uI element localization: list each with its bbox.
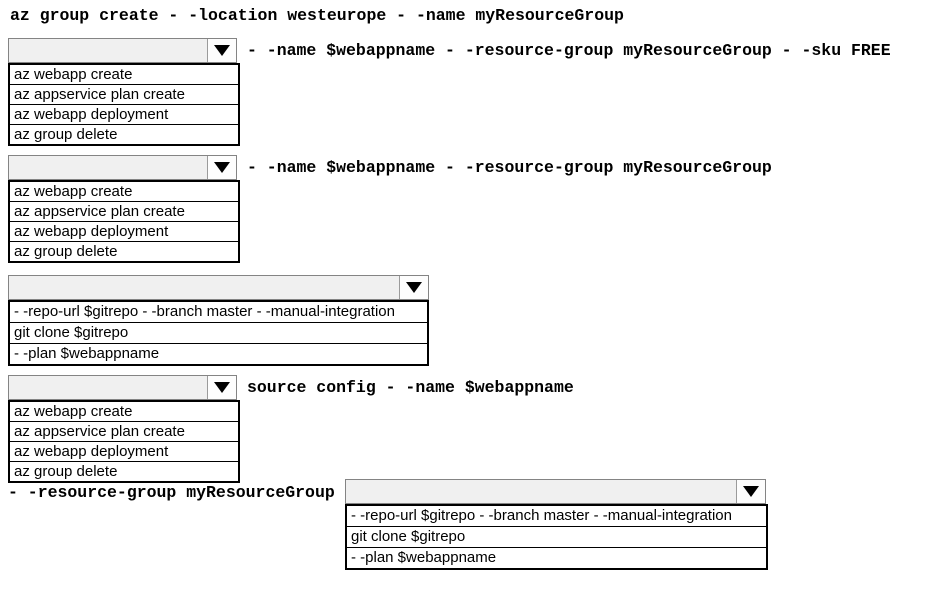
- command-before-dropdown-5: - -resource-group myResourceGroup: [8, 483, 335, 502]
- dropdown-2-button[interactable]: [207, 156, 236, 179]
- command-after-dropdown-2: - -name $webappname - -resource-group my…: [247, 158, 772, 177]
- dropdown-arrow-icon: [743, 486, 759, 497]
- dropdown-3-option-2[interactable]: git clone $gitrepo: [10, 323, 427, 344]
- dropdown-1-option-4[interactable]: az group delete: [14, 126, 118, 143]
- dropdown-2[interactable]: [8, 155, 237, 180]
- dropdown-4-value[interactable]: [9, 376, 207, 399]
- dropdown-2-option-4[interactable]: az group delete: [14, 243, 118, 260]
- dropdown-5-option-1[interactable]: - -repo-url $gitrepo - -branch master - …: [347, 506, 766, 527]
- command-line-1: az group create - -location westeurope -…: [10, 6, 624, 25]
- dropdown-5-value[interactable]: [346, 480, 736, 503]
- dropdown-4-option-3[interactable]: az webapp deployment: [10, 442, 238, 462]
- dropdown-5-option-2[interactable]: git clone $gitrepo: [347, 527, 766, 548]
- dropdown-4-option-1[interactable]: az webapp create: [10, 402, 238, 422]
- dropdown-2-option-2[interactable]: az appservice plan create: [10, 202, 238, 222]
- dropdown-3[interactable]: [8, 275, 429, 300]
- dropdown-1[interactable]: [8, 38, 237, 63]
- command-after-dropdown-4: source config - -name $webappname: [247, 378, 574, 397]
- dropdown-3-option-1[interactable]: - -repo-url $gitrepo - -branch master - …: [10, 302, 427, 323]
- dropdown-2-option-3[interactable]: az webapp deployment: [10, 222, 238, 242]
- dropdown-4[interactable]: [8, 375, 237, 400]
- dropdown-4-options: az webapp create az appservice plan crea…: [8, 400, 240, 483]
- dropdown-arrow-icon: [214, 45, 230, 56]
- dropdown-5-button[interactable]: [736, 480, 765, 503]
- dropdown-1-button[interactable]: [207, 39, 236, 62]
- dropdown-3-option-3[interactable]: - -plan $webappname: [14, 345, 160, 362]
- dropdown-1-options: az webapp create az appservice plan crea…: [8, 63, 240, 146]
- command-after-dropdown-1: - -name $webappname - -resource-group my…: [247, 41, 891, 60]
- dropdown-arrow-icon: [406, 282, 422, 293]
- dropdown-4-option-2[interactable]: az appservice plan create: [10, 422, 238, 442]
- dropdown-5-option-3[interactable]: - -plan $webappname: [351, 549, 497, 566]
- dropdown-1-option-1[interactable]: az webapp create: [10, 65, 238, 85]
- dropdown-2-options: az webapp create az appservice plan crea…: [8, 180, 240, 263]
- dropdown-arrow-icon: [214, 162, 230, 173]
- dropdown-1-value[interactable]: [9, 39, 207, 62]
- dropdown-3-button[interactable]: [399, 276, 428, 299]
- dropdown-1-option-2[interactable]: az appservice plan create: [10, 85, 238, 105]
- dropdown-1-option-3[interactable]: az webapp deployment: [10, 105, 238, 125]
- dropdown-2-option-1[interactable]: az webapp create: [10, 182, 238, 202]
- dropdown-5-options: - -repo-url $gitrepo - -branch master - …: [345, 504, 768, 570]
- dropdown-3-options: - -repo-url $gitrepo - -branch master - …: [8, 300, 429, 366]
- dropdown-5[interactable]: [345, 479, 766, 504]
- dropdown-3-value[interactable]: [9, 276, 399, 299]
- dropdown-2-value[interactable]: [9, 156, 207, 179]
- dropdown-arrow-icon: [214, 382, 230, 393]
- dropdown-4-option-4[interactable]: az group delete: [14, 463, 118, 480]
- dropdown-4-button[interactable]: [207, 376, 236, 399]
